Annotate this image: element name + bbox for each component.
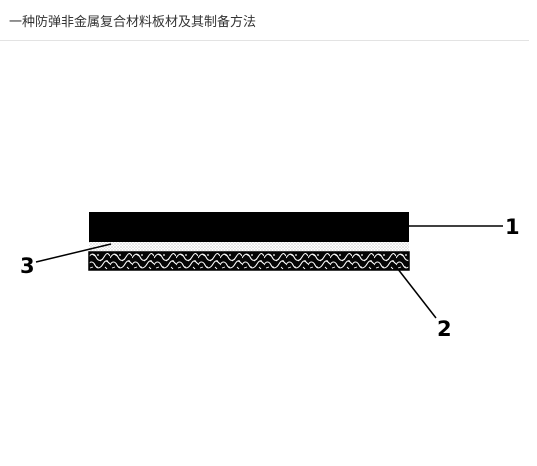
layer-2-backing <box>88 251 410 271</box>
page-header: 一种防弹非金属复合材料板材及其制备方法 <box>0 0 529 41</box>
layer-1-panel <box>89 212 409 242</box>
callout-2: 2 <box>437 317 452 341</box>
callout-1: 1 <box>505 215 520 239</box>
layer-3-interlayer <box>89 242 409 252</box>
layer-structure-diagram: 1 2 3 <box>20 212 520 341</box>
callout-3: 3 <box>20 254 35 278</box>
page-title: 一种防弹非金属复合材料板材及其制备方法 <box>9 15 257 30</box>
leader-line-2 <box>393 263 437 319</box>
leader-line-3 <box>35 243 112 263</box>
